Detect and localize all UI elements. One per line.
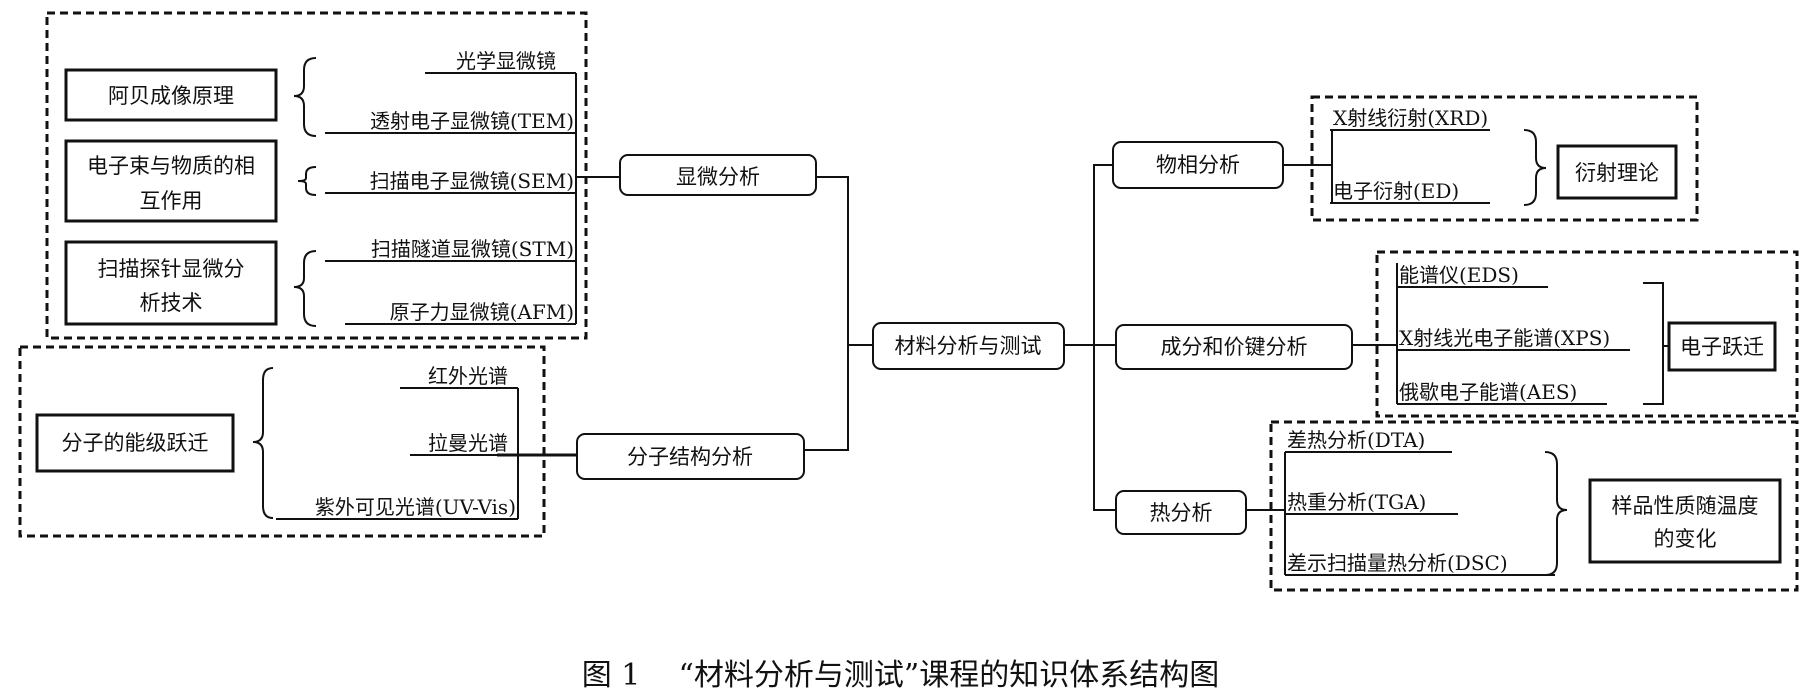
brace-composition	[1643, 282, 1664, 405]
thermal-group-frame	[1269, 420, 1799, 592]
phase-group-frame	[1310, 95, 1699, 222]
branch-box-microscopy	[619, 154, 817, 196]
principle-box-molecular	[35, 413, 235, 473]
method-uv-vis: 紫外可见光谱(UV-Vis)	[315, 495, 516, 519]
microscopy-group-frame	[45, 11, 588, 340]
method-raman: 拉曼光谱	[428, 431, 508, 455]
figure-number: 图 1	[581, 658, 641, 693]
principle-scanning-probe-line1: 扫描探针显微分	[98, 257, 245, 281]
composition-group-frame	[1375, 250, 1799, 418]
brace-thermal	[1544, 451, 1568, 576]
principle-diffraction: 衍射理论	[1575, 161, 1659, 185]
branch-label-microscopy: 显微分析	[676, 165, 760, 189]
branch-label-molecular: 分子结构分析	[627, 445, 753, 469]
principle-electron-beam-line2: 互作用	[140, 189, 203, 213]
principle-temperature-line2: 的变化	[1654, 527, 1717, 551]
method-xrd: X射线衍射(XRD)	[1333, 106, 1488, 130]
principle-box-scanning-probe	[64, 240, 278, 326]
branch-box-composition	[1115, 324, 1353, 370]
brace-abbe	[293, 57, 317, 137]
principle-electron-transition: 电子跃迁	[1680, 335, 1764, 359]
branch-label-phase: 物相分析	[1156, 153, 1240, 177]
method-ed: 电子衍射(ED)	[1333, 179, 1459, 203]
method-tem: 透射电子显微镜(TEM)	[370, 109, 574, 133]
figure-caption: 图 1 “材料分析与测试”课程的知识体系结构图	[0, 650, 1801, 694]
connector-right-tree	[1093, 164, 1116, 511]
method-stm: 扫描隧道显微镜(STM)	[371, 237, 574, 261]
principle-molecular: 分子的能级跃迁	[62, 431, 209, 455]
principle-box-diffraction	[1556, 144, 1678, 200]
brace-electron-beam	[297, 166, 317, 196]
principle-temperature-line1: 样品性质随温度	[1612, 494, 1759, 518]
principle-abbe-line1: 阿贝成像原理	[108, 84, 234, 108]
branch-label-composition: 成分和价键分析	[1161, 335, 1308, 359]
method-eds: 能谱仪(EDS)	[1399, 263, 1519, 287]
brace-molecular	[252, 367, 274, 519]
method-optical-microscope: 光学显微镜	[456, 49, 556, 73]
knowledge-structure-diagram: 阿贝成像原理 电子束与物质的相 互作用 扫描探针显微分 析技术 光学显微镜 透射…	[18, 11, 1799, 592]
connector-left-tree	[804, 176, 849, 451]
method-afm: 原子力显微镜(AFM)	[390, 300, 574, 324]
method-xps: X射线光电子能谱(XPS)	[1399, 326, 1610, 350]
method-dta: 差热分析(DTA)	[1287, 428, 1425, 452]
brace-phase	[1523, 129, 1547, 206]
method-tga: 热重分析(TGA)	[1287, 490, 1426, 514]
brace-scanning-probe	[293, 250, 317, 327]
principle-box-temperature	[1588, 478, 1782, 564]
principle-electron-beam-line1: 电子束与物质的相	[87, 154, 255, 178]
method-sem: 扫描电子显微镜(SEM)	[370, 169, 574, 193]
center-label: 材料分析与测试	[895, 334, 1042, 358]
molecular-group-frame	[18, 345, 546, 538]
branch-label-thermal: 热分析	[1150, 501, 1213, 525]
figure-title: “材料分析与测试”课程的知识体系结构图	[678, 658, 1220, 693]
method-dsc: 差示扫描量热分析(DSC)	[1287, 551, 1508, 575]
method-infrared: 红外光谱	[428, 364, 508, 388]
branch-box-thermal	[1115, 490, 1247, 535]
principle-scanning-probe-line2: 析技术	[140, 291, 203, 315]
principle-box-electron-beam	[64, 139, 278, 223]
method-aes: 俄歇电子能谱(AES)	[1399, 380, 1577, 404]
principle-box-abbe	[64, 68, 278, 122]
